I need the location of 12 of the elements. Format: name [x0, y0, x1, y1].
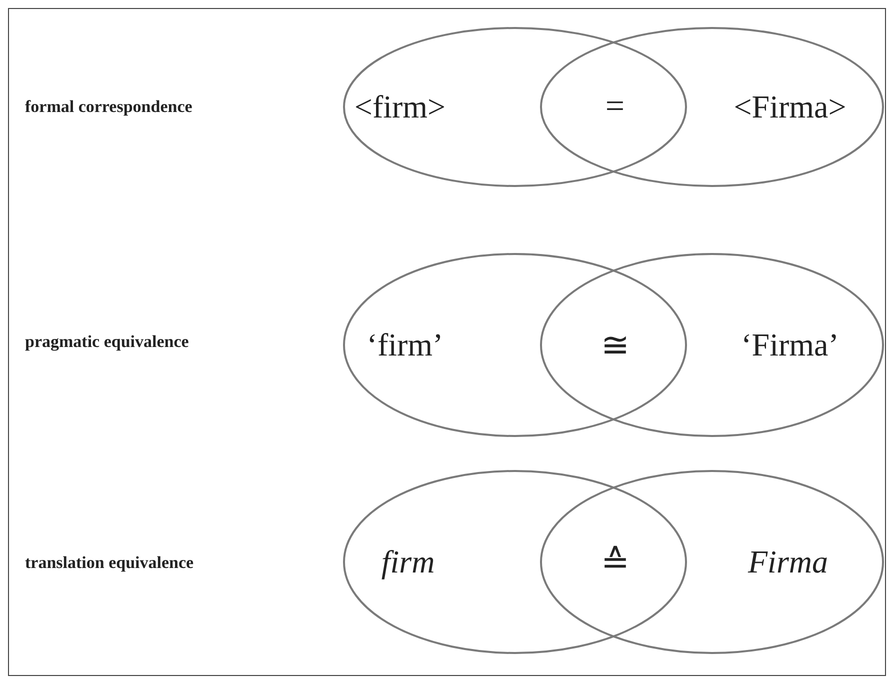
row-label: formal correspondence: [25, 97, 192, 117]
term-text: ‘Firma’: [741, 326, 839, 364]
term-text: firm: [381, 544, 435, 580]
term-text: Firma: [748, 544, 828, 580]
term-text: <firm>: [354, 88, 446, 126]
relation-symbol: ≙: [601, 544, 629, 582]
term-text: ‘firm’: [366, 326, 444, 364]
row-label: translation equivalence: [25, 553, 194, 573]
relation-symbol: ≅: [601, 326, 629, 366]
row-label: pragmatic equivalence: [25, 332, 189, 352]
relation-symbol: =: [605, 88, 625, 126]
term-text: <Firma>: [734, 88, 846, 126]
